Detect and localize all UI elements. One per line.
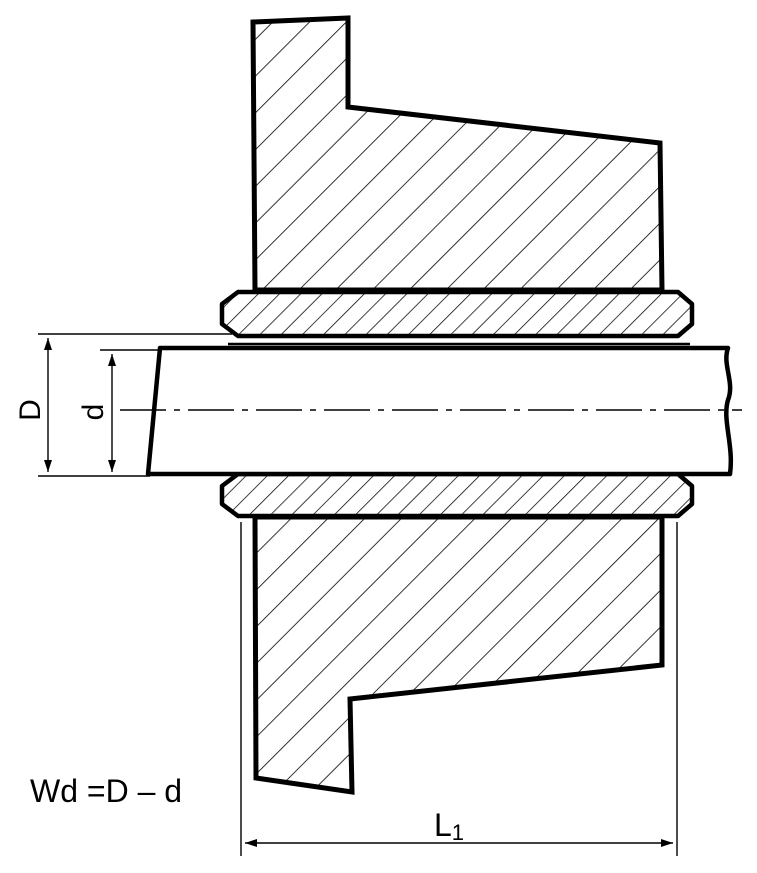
bushing-lower-wall	[219, 471, 695, 519]
label-L1-main: L	[434, 807, 452, 843]
formula-text: Wd =D – d	[30, 773, 182, 809]
shaft-body	[145, 345, 734, 477]
housing-upper-section	[250, 15, 665, 293]
housing-lower-section	[252, 514, 665, 795]
label-d: d	[77, 404, 110, 421]
bushing-upper-wall	[219, 289, 695, 339]
label-L1-subscript: 1	[452, 820, 464, 845]
label-L1: L1	[434, 807, 464, 845]
label-D: D	[14, 399, 47, 421]
